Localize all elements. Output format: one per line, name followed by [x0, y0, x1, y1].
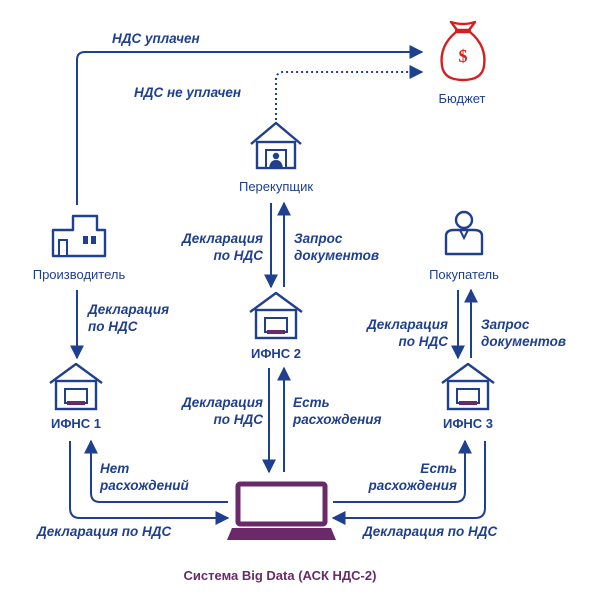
node-buyer-label: Покупатель [429, 267, 499, 282]
laptop-icon [227, 481, 336, 540]
tax-office-icon [49, 362, 103, 411]
label-reseller-doc-request: Запрос документов [294, 230, 379, 264]
label-ifns3-discrepancy: Есть расхождения [340, 460, 457, 494]
label-line: Декларация [366, 317, 448, 332]
label-line: документов [481, 334, 566, 349]
label-reseller-declaration: Декларация по НДС [150, 230, 263, 264]
tax-office-icon [441, 362, 495, 411]
node-ifns3-label: ИФНС 3 [442, 416, 494, 431]
label-line: по НДС [213, 412, 264, 427]
label-line: по НДС [213, 248, 264, 263]
label-vat-not-paid: НДС не уплачен [134, 85, 242, 100]
node-system-label: Система Big Data (АСК НДС-2) [183, 568, 377, 583]
label-line: документов [294, 248, 379, 263]
node-producer-label: Производитель [32, 267, 126, 282]
label-vat-paid: НДС уплачен [112, 31, 200, 46]
label-buyer-doc-request: Запрос документов [481, 316, 566, 350]
label-ifns2-discrepancy: Есть расхождения [293, 394, 381, 428]
label-no-discrepancy: Нет расхождений [100, 460, 189, 494]
tax-office-icon [249, 291, 303, 340]
label-line: Запрос [481, 317, 530, 332]
node-ifns1-label: ИФНС 1 [50, 416, 102, 431]
svg-text:$: $ [459, 46, 468, 66]
label-line: по НДС [398, 334, 449, 349]
arrow-vat-paid [76, 45, 424, 205]
factory-icon [51, 214, 107, 258]
label-line: по НДС [88, 319, 138, 334]
label-line: Запрос [294, 231, 343, 246]
label-line: расхождений [100, 478, 189, 493]
label-producer-declaration: Декларация по НДС [88, 301, 169, 335]
label-buyer-declaration: Декларация по НДС [340, 316, 448, 350]
arrow-ifns3-to-system [331, 441, 486, 525]
money-bag-icon: $ [440, 20, 486, 82]
label-line: Есть [420, 461, 457, 476]
label-line: расхождения [293, 412, 382, 427]
label-line: Декларация [181, 231, 263, 246]
label-line: Есть [293, 395, 330, 410]
arrow-ifns1-to-system [69, 441, 230, 525]
label-line: Нет [100, 461, 130, 476]
label-line: Декларация [181, 395, 263, 410]
arrow-vat-not-paid [275, 65, 424, 120]
node-reseller-label: Перекупщик [238, 179, 314, 194]
connectors [69, 45, 486, 525]
arrow-system-to-ifns1-no-discrepancy [84, 439, 228, 503]
node-budget-label: Бюджет [438, 91, 486, 106]
label-ifns1-declaration: Декларация по НДС [37, 524, 172, 539]
node-ifns2-label: ИФНС 2 [250, 346, 302, 361]
arrow-system-to-ifns3 [333, 439, 472, 503]
house-with-person-icon [250, 121, 302, 170]
person-icon [444, 210, 484, 256]
label-line: Декларация [88, 302, 170, 317]
label-ifns2-declaration: Декларация по НДС [150, 394, 263, 428]
label-line: расхождения [368, 478, 457, 493]
label-ifns3-declaration: Декларация по НДС [363, 524, 498, 539]
